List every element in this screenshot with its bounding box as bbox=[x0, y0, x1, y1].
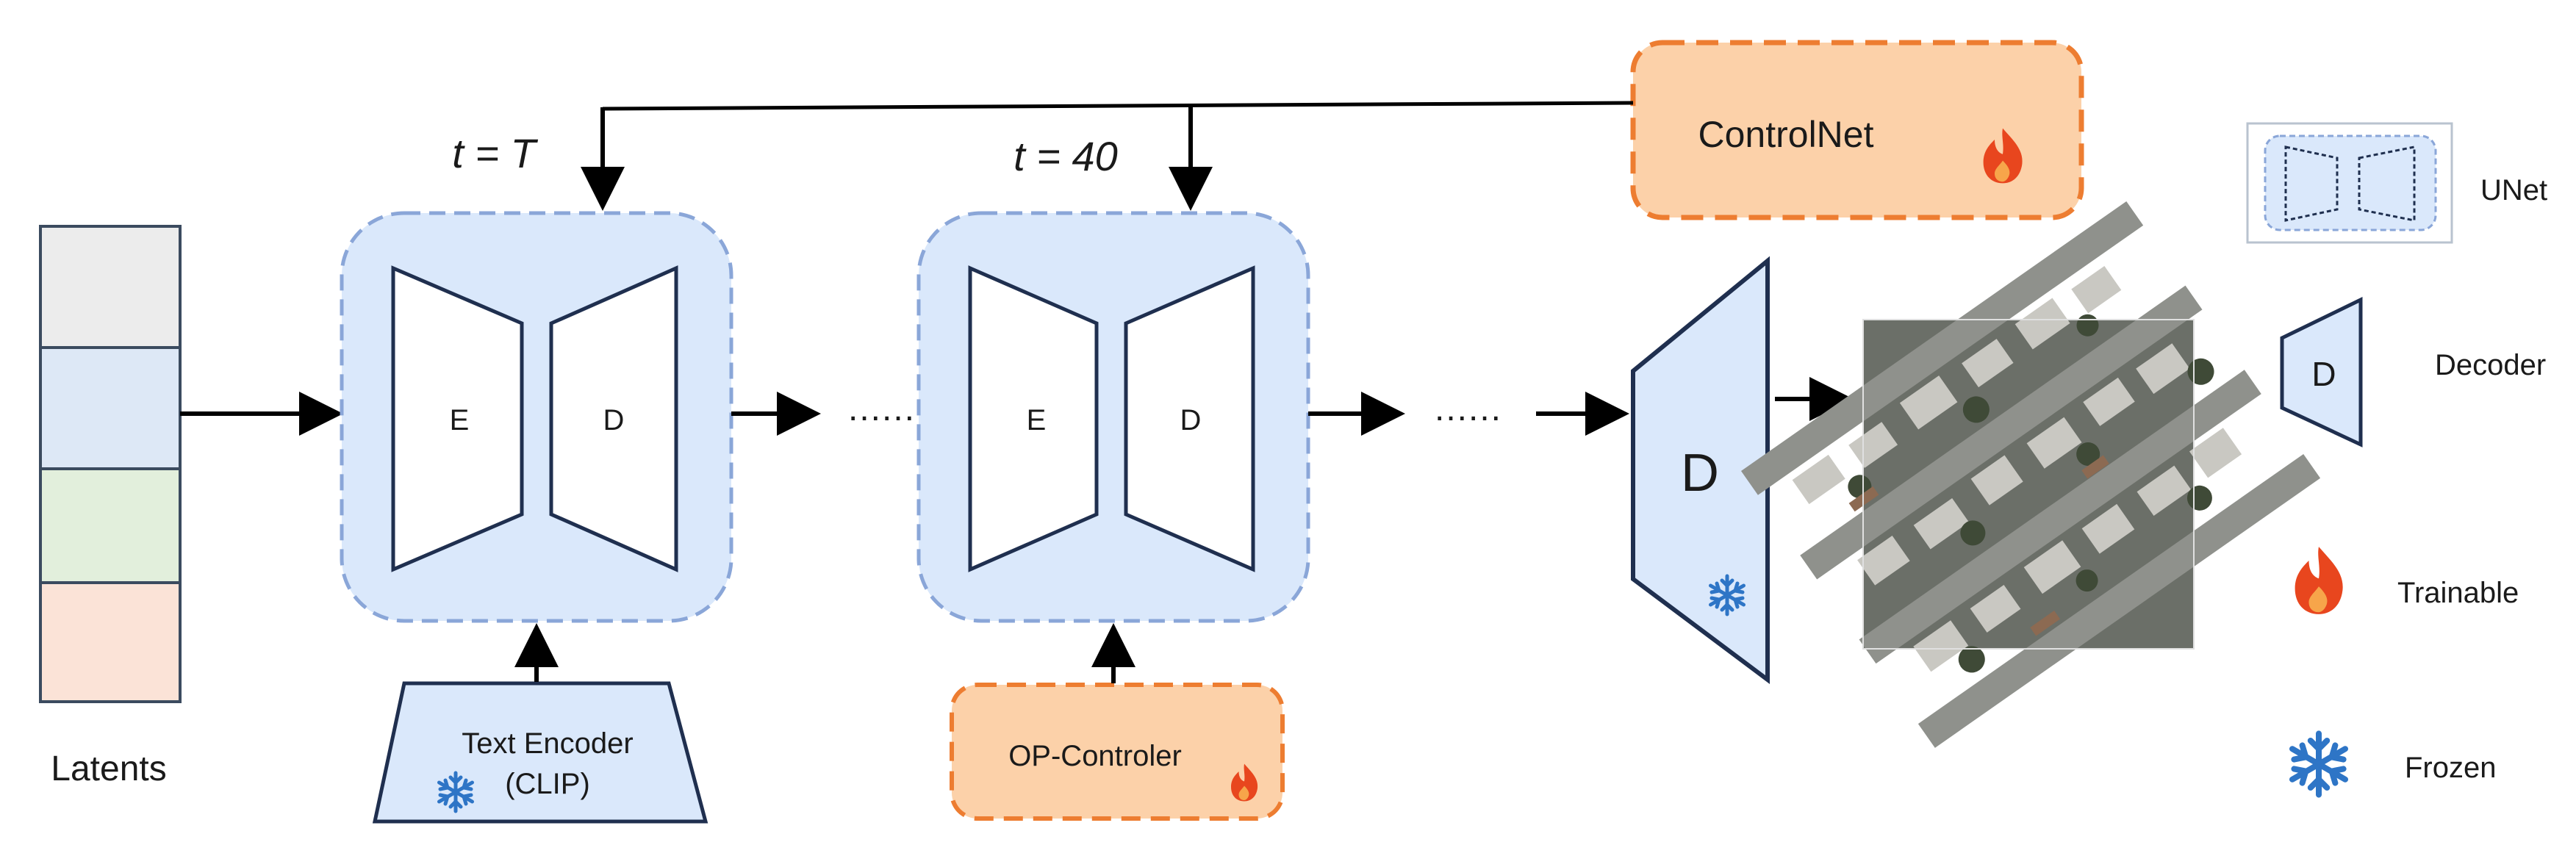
controlnet-block: ControlNet bbox=[1630, 40, 2084, 220]
ellipsis-1: ...... bbox=[848, 389, 916, 428]
legend-decoder-item: D Decoder bbox=[2280, 297, 2546, 447]
unet-block-2: E D bbox=[916, 211, 1310, 623]
decoder-label-2: D bbox=[1180, 404, 1202, 436]
legend-frozen-label: Frozen bbox=[2405, 752, 2497, 784]
legend-decoder-label: Decoder bbox=[2435, 349, 2546, 381]
legend-unet-label: UNet bbox=[2480, 174, 2547, 206]
time-label-2: t = 40 bbox=[1013, 133, 1118, 179]
legend-trainable-item: Trainable bbox=[2295, 547, 2519, 614]
legend: UNet D Decoder Trainable Frozen bbox=[2246, 122, 2547, 795]
encoder-shape-1 bbox=[391, 265, 524, 572]
op-controller-block: OP-Controler bbox=[950, 683, 1285, 821]
legend-trainable-label: Trainable bbox=[2397, 577, 2519, 609]
text-encoder-block: Text Encoder (CLIP) bbox=[372, 681, 708, 824]
legend-unet-item: UNet bbox=[2246, 122, 2547, 244]
legend-decoder-symbol: D bbox=[2311, 355, 2336, 393]
latents-stack bbox=[39, 225, 182, 703]
flame-icon bbox=[2295, 547, 2343, 614]
decoder-shape-1 bbox=[549, 265, 678, 572]
legend-unet-encoder-shape bbox=[2284, 145, 2339, 222]
latent-slice-3 bbox=[39, 467, 182, 584]
latents-label: Latents bbox=[51, 749, 166, 788]
legend-unet-decoder-shape bbox=[2358, 145, 2416, 222]
final-decoder-label: D bbox=[1681, 444, 1719, 503]
encoder-label-2: E bbox=[1027, 404, 1047, 436]
legend-frozen-item: Frozen bbox=[2292, 733, 2497, 794]
text-encoder-line1: Text Encoder bbox=[462, 727, 633, 760]
decoder-shape-2 bbox=[1124, 265, 1255, 572]
final-decoder-block: D bbox=[1631, 256, 1770, 684]
time-label-1: t = T bbox=[452, 130, 538, 176]
controlnet-label: ControlNet bbox=[1698, 114, 1874, 155]
controlnet-connector-line bbox=[602, 101, 1634, 111]
unet-block-1: E D bbox=[340, 211, 733, 623]
op-controller-label: OP-Controler bbox=[1008, 740, 1182, 772]
snowflake-icon bbox=[2292, 733, 2345, 794]
text-encoder-line2: (CLIP) bbox=[505, 768, 590, 800]
output-aerial-image bbox=[1740, 201, 2321, 748]
latent-slice-1 bbox=[39, 225, 182, 349]
latent-slice-2 bbox=[39, 346, 182, 470]
encoder-label-1: E bbox=[450, 404, 470, 436]
latent-slice-4 bbox=[39, 581, 182, 703]
encoder-shape-2 bbox=[968, 265, 1099, 572]
decoder-label-1: D bbox=[603, 404, 625, 436]
ellipsis-2: ...... bbox=[1435, 389, 1502, 428]
